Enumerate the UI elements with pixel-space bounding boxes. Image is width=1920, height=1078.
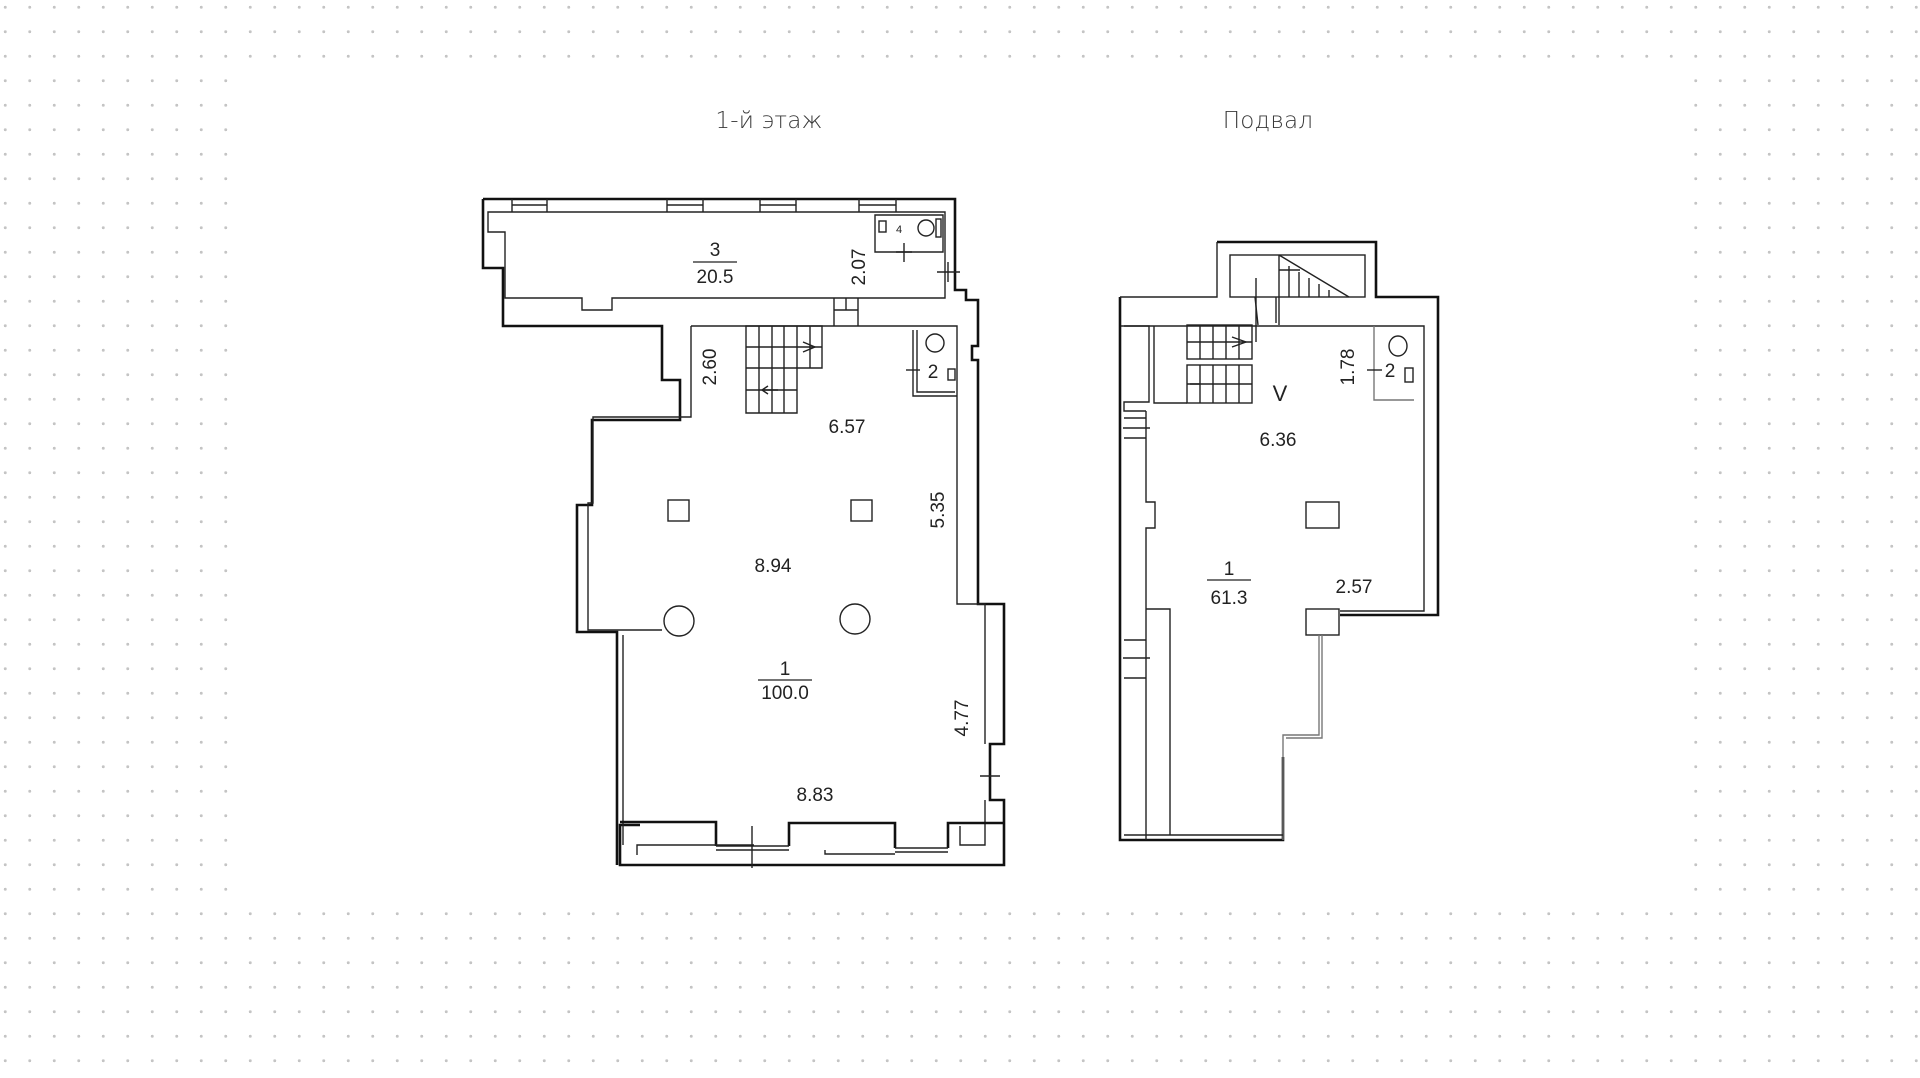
dimension-label: 2.07 (849, 249, 870, 286)
column-round-icon (839, 603, 871, 635)
column-icon (1305, 608, 1340, 636)
room-area: 20.5 (697, 267, 734, 288)
direction-marker: V (1273, 381, 1288, 406)
room-area: 61.3 (1211, 588, 1248, 609)
column-round-icon (663, 605, 695, 637)
first-floor-outer-wall (483, 197, 1006, 867)
dimension-label: 5.35 (928, 492, 949, 529)
dimension-label: 2.57 (1336, 577, 1373, 598)
room-number: 4 (896, 224, 902, 236)
room-number: 2 (1385, 361, 1396, 382)
dimension-label: 6.57 (829, 417, 866, 438)
dimension-label: 8.94 (755, 556, 792, 577)
basement-plan: V 1.78 2 6.36 1 61.3 2.57 (1118, 240, 1440, 842)
dimension-label: 1.78 (1338, 349, 1359, 386)
basement-title: Подвал (1222, 108, 1314, 134)
stairs-icon (745, 325, 823, 414)
room-area: 100.0 (761, 683, 809, 704)
first-floor-plan: 3 20.5 4 2.07 2.60 6.57 5.35 8.94 1 100.… (481, 197, 1006, 868)
room-number: 2 (928, 362, 939, 383)
room-number: 1 (780, 659, 791, 680)
dimension-label: 6.36 (1260, 430, 1297, 451)
column-icon (1305, 501, 1340, 529)
first-floor-title: 1-й этаж (715, 108, 823, 134)
dimension-label: 2.60 (700, 349, 721, 386)
stairs-icon (1186, 324, 1253, 404)
dimension-label: 8.83 (797, 785, 834, 806)
room-number: 3 (710, 240, 721, 261)
dimension-label: 4.77 (952, 700, 973, 737)
column-icon (667, 499, 690, 522)
room-number: 1 (1224, 559, 1235, 580)
column-icon (850, 499, 873, 522)
plan-canvas (235, 68, 1692, 908)
